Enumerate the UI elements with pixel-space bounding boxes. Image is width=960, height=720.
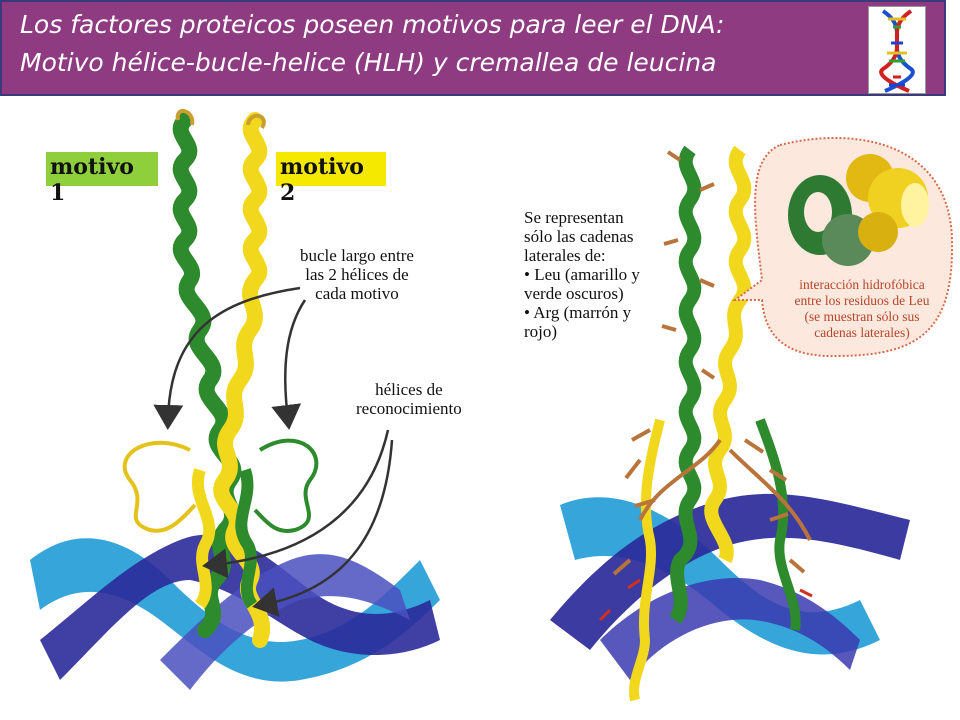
side-note-line: rojo) — [524, 322, 558, 341]
left-dna-ribbons — [30, 534, 440, 690]
title-line-2: Motivo hélice-bucle-helice (HLH) y crema… — [20, 48, 717, 77]
helix-annotation-line: reconocimiento — [356, 399, 462, 418]
side-note-line: verde oscuros) — [524, 284, 624, 303]
dna-double-helix-icon — [868, 6, 926, 94]
motivo-1-label: motivo 1 — [46, 152, 158, 206]
right-protein-helices — [598, 145, 813, 702]
side-note-line: Se representan — [524, 208, 624, 227]
loop-annotation: bucle largo entre las 2 hélices de cada … — [300, 246, 414, 303]
loop-annotation-line: bucle largo entre — [300, 246, 414, 265]
side-note-line: sólo las cadenas — [524, 227, 634, 246]
callout-line: interacción hidrofóbica — [799, 277, 925, 292]
loop-annotation-line: cada motivo — [315, 284, 399, 303]
callout-line: cadenas laterales) — [814, 325, 910, 340]
motivo-2-label: motivo 2 — [276, 152, 386, 206]
title-line-1: Los factores proteicos poseen motivos pa… — [20, 10, 725, 39]
callout-text: interacción hidrofóbica entre los residu… — [772, 277, 952, 341]
loop-annotation-line: las 2 hélices de — [305, 265, 409, 284]
side-chain-note: Se representan sólo las cadenas laterale… — [524, 208, 640, 341]
helix-annotation-line: hélices de — [375, 380, 443, 399]
callout-line: entre los residuos de Leu — [794, 293, 930, 308]
side-note-line: laterales de: — [524, 246, 606, 265]
left-loops — [122, 438, 319, 533]
leucine-spheres — [788, 154, 929, 266]
side-note-line: • Leu (amarillo y — [524, 265, 640, 284]
helix-annotation: hélices de reconocimiento — [356, 380, 462, 418]
title-banner: Los factores proteicos poseen motivos pa… — [0, 0, 946, 96]
callout-bubble — [731, 136, 954, 358]
side-note-line: • Arg (marrón y — [524, 303, 632, 322]
left-arrows — [153, 286, 394, 617]
right-dna-ribbons — [550, 493, 910, 680]
callout-line: (se muestran sólo sus — [804, 309, 920, 324]
left-protein-helices — [172, 109, 270, 648]
